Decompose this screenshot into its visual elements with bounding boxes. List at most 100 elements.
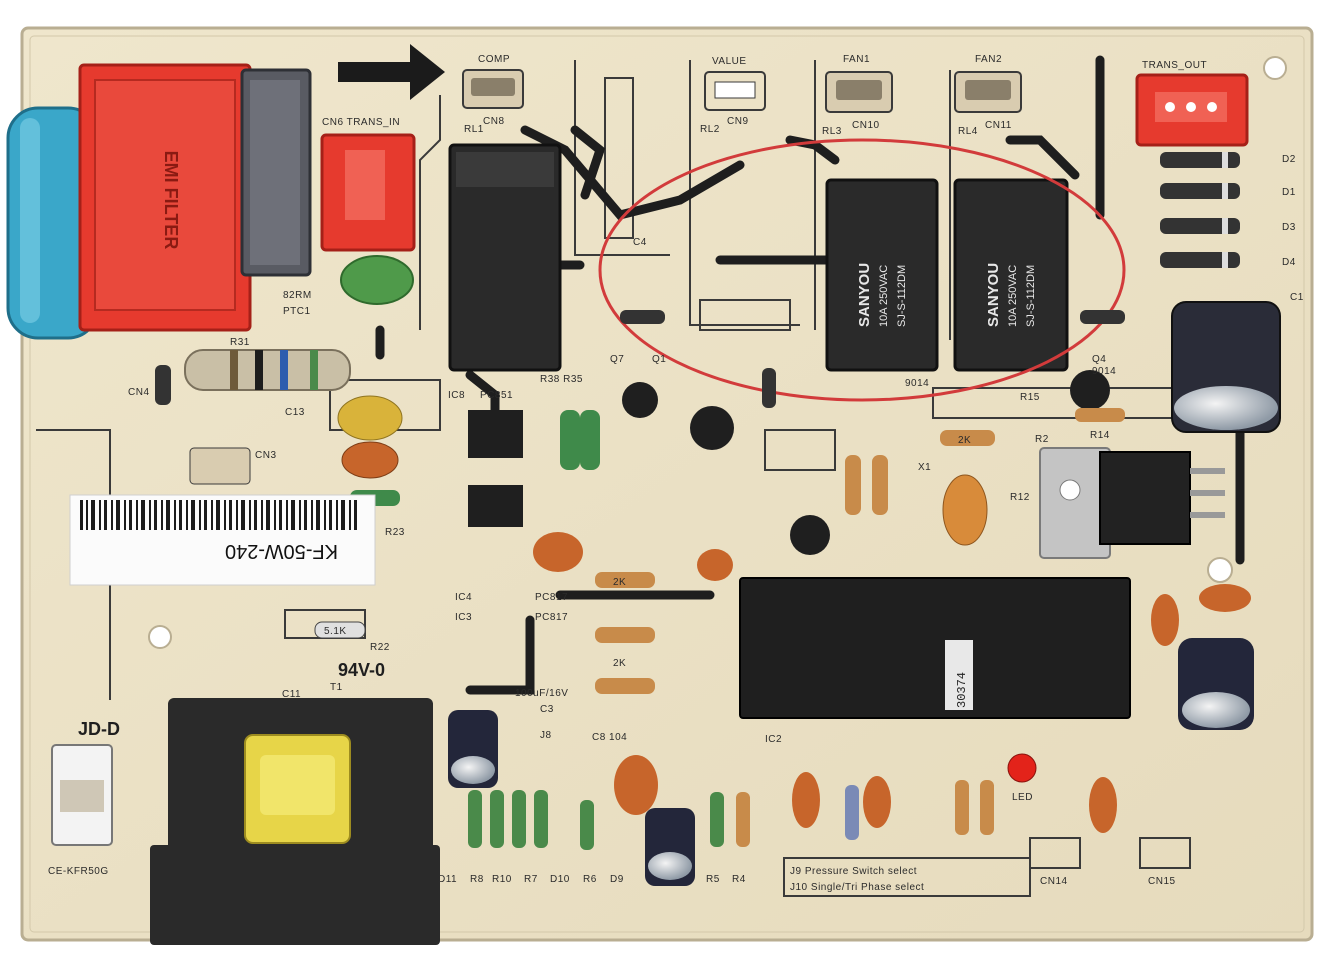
diode-d12 <box>1080 310 1125 324</box>
svg-text:EMI FILTER: EMI FILTER <box>161 151 181 250</box>
connector-comp: COMP CN8 <box>462 54 524 127</box>
r2-label: R2 <box>1035 434 1049 445</box>
mount-hole <box>1263 56 1287 80</box>
j9-text: J9 Pressure Switch select <box>790 866 917 877</box>
pc851-label: PC851 <box>480 390 513 401</box>
direction-arrow <box>338 44 445 100</box>
ic4-label: IC4 <box>455 592 472 603</box>
pcb-edge <box>29 35 1305 933</box>
r5-label: R5 <box>706 874 720 885</box>
relay-rl1-label: RL1 <box>464 124 484 135</box>
r10-label: R10 <box>492 874 512 885</box>
connector-trans-out: TRANS_OUT <box>1135 60 1249 147</box>
r51k-label: 5.1K <box>324 626 347 637</box>
ceramic-cap-yellow <box>337 395 403 441</box>
trans-out-label: TRANS_OUT <box>1142 60 1207 71</box>
value-label: VALUE <box>712 56 747 67</box>
r2k-label-b: 2K <box>613 658 626 669</box>
cn15-label: CN15 <box>1148 876 1176 887</box>
ptc-value-label: 82RM <box>283 290 312 301</box>
transistor-q1 <box>690 406 734 450</box>
resistors-bottom <box>468 780 994 850</box>
ic2-label: IC2 <box>765 734 782 745</box>
transistor-q4 <box>1070 370 1110 410</box>
connector-fan1: FAN1 CN10 <box>825 54 893 131</box>
selection-box <box>783 857 1031 897</box>
d1-label: D1 <box>1282 187 1296 198</box>
r8-label: R8 <box>470 874 484 885</box>
connector-fan2: FAN2 CN11 <box>954 54 1022 131</box>
ptc-thermistor <box>340 255 414 305</box>
r14-label: R14 <box>1090 430 1110 441</box>
relay-rl1 <box>448 143 562 372</box>
r2k-label-c: 2K <box>958 435 971 446</box>
q1-label: Q1 <box>652 354 666 365</box>
model-sticker: KF-50W-240 <box>69 494 376 586</box>
d9-label: D9 <box>610 874 624 885</box>
ic8-label: IC8 <box>448 390 465 401</box>
rating-mark: 94V-0 <box>338 660 385 680</box>
ceramic-cap-orange <box>942 474 988 546</box>
ptc-label: PTC1 <box>283 306 311 317</box>
s9014-label: 9014 <box>905 378 929 389</box>
connector-value: VALUE CN9 <box>704 56 766 127</box>
fan1-label: FAN1 <box>843 54 870 65</box>
relay-rl3-label: RL3 <box>822 126 842 137</box>
highlight-circle <box>598 138 1126 402</box>
relay-rl4-brand: SANYOU <box>985 263 1002 327</box>
electrolytic-capacitor-c2 <box>1178 638 1254 730</box>
d4-label: D4 <box>1282 257 1296 268</box>
optocoupler-ic7 <box>468 485 523 527</box>
cc-label: CE-KFR50G <box>48 866 109 877</box>
q4-label: Q4 <box>1092 354 1106 365</box>
ceramic-cap-orange <box>614 755 658 815</box>
fan2-label: FAN2 <box>975 54 1002 65</box>
relay-sanyou-rl4: SANYOU 10A 250VAC SJ-S-112DM <box>953 178 1069 372</box>
ceramic-cap-orange <box>1089 777 1117 833</box>
transformer <box>150 698 440 945</box>
j8-label: J8 <box>540 730 552 741</box>
cn8-label: CN8 <box>483 116 505 127</box>
led-indicator <box>1007 753 1037 783</box>
ceramic-cap-orange <box>697 549 733 581</box>
diode-array: D2 D1 D3 D4 <box>1160 152 1296 268</box>
r4-label: R4 <box>732 874 746 885</box>
transistor-q6 <box>790 515 830 555</box>
cn11-label: CN11 <box>985 120 1012 131</box>
relay-rl4-label: RL4 <box>958 126 978 137</box>
cn10-label: CN10 <box>852 120 880 131</box>
pc817b-label: PC817 <box>535 612 568 623</box>
ceramic-cap-orange <box>1151 594 1179 646</box>
model-label: KF-50W-240 <box>225 540 338 562</box>
microcontroller: 30374 <box>739 577 1131 719</box>
barcode <box>80 500 357 530</box>
cn3-label: CN3 <box>255 450 277 461</box>
d2-label: D2 <box>1282 154 1296 165</box>
r15-label: R15 <box>1020 392 1040 403</box>
c4-label: C4 <box>633 237 647 248</box>
relay-sanyou-rl3: SANYOU 10A 250VAC SJ-S-112DM <box>825 178 939 372</box>
ceramic-cap-orange <box>863 776 891 828</box>
ground-traces <box>375 55 1245 695</box>
relay-rl2-label: RL2 <box>700 124 720 135</box>
ceramic-cap-orange <box>533 532 583 572</box>
voltage-regulator <box>1039 447 1225 559</box>
relay-rl3-part: SJ-S-112DM <box>896 265 908 327</box>
cn4-label: CN4 <box>128 387 150 398</box>
d3-label: D3 <box>1282 222 1296 233</box>
r22-label: R22 <box>370 642 390 653</box>
maker-mark: JD-D <box>78 719 120 739</box>
c8-label: C8 104 <box>592 732 627 743</box>
ceramic-cap-orange <box>792 772 820 828</box>
r23-label: R23 <box>385 527 405 538</box>
r2k-label-a: 2K <box>613 577 626 588</box>
pc817a-label: PC817 <box>535 592 568 603</box>
transistor-q7 <box>622 382 658 418</box>
c3-label: C3 <box>540 704 554 715</box>
led-label: LED <box>1012 792 1033 803</box>
relay-rl3-brand: SANYOU <box>856 263 873 327</box>
mount-hole <box>148 625 172 649</box>
comp-label: COMP <box>478 54 510 65</box>
mcu-code: 30374 <box>955 672 969 708</box>
